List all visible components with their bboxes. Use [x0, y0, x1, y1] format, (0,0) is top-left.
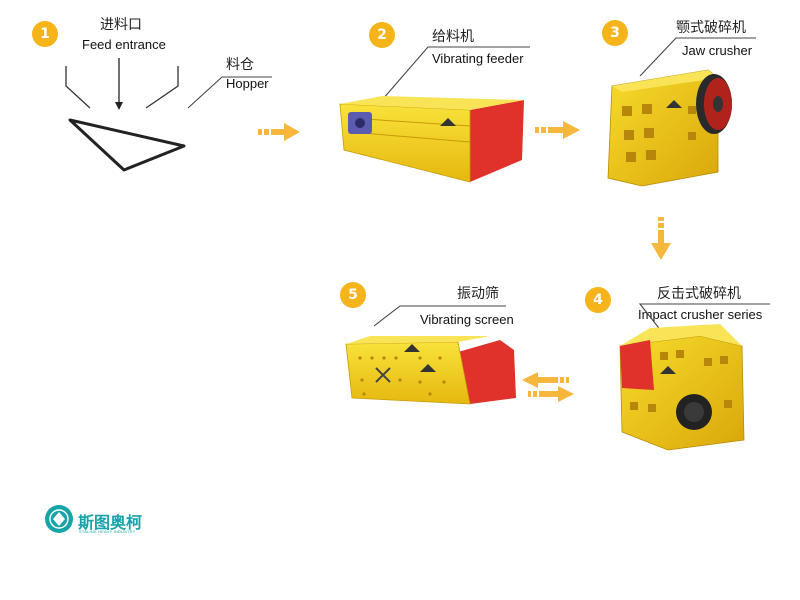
feed-entrance-lines [65, 66, 179, 109]
flow-arrow-1-icon [258, 123, 300, 141]
jaw-crusher-machine [607, 69, 732, 187]
step-1-label-zh: 进料口 [100, 17, 142, 33]
flow-arrow-2-icon [535, 121, 580, 139]
step-4-label-en: Impact crusher series [638, 307, 763, 322]
step-3-label-zh: 颚式破碎机 [676, 20, 746, 36]
hopper-label-en: Hopper [226, 76, 269, 91]
logo-icon [45, 505, 73, 533]
step-4-label-zh: 反击式破碎机 [657, 286, 741, 302]
step-2-label-en: Vibrating feeder [432, 51, 524, 66]
step-5-badge: 5 [340, 282, 366, 308]
step-2-label-zh: 给料机 [432, 29, 474, 45]
hopper-triangle [68, 118, 186, 172]
vibrating-feeder-machine [339, 96, 524, 183]
step-5-label-zh: 振动筛 [457, 286, 499, 302]
step-2-badge: 2 [369, 22, 395, 48]
logo-name: 斯图奥柯 [78, 513, 143, 532]
logo-tagline: STALINK HEAVY INDUSTRY [79, 529, 136, 534]
flow-arrow-right-icon [528, 386, 574, 402]
feed-down-arrow-icon [115, 58, 123, 110]
step-1-label-en: Feed entrance [82, 37, 166, 52]
step-1-badge: 1 [32, 21, 58, 47]
hopper-leader-line [187, 76, 272, 109]
flow-arrow-down-icon [651, 217, 671, 260]
step-5-leader-line [373, 305, 506, 327]
step-4-leader-line [638, 303, 770, 333]
flow-arrow-left-icon [522, 372, 569, 388]
hopper-label-zh: 料仓 [226, 57, 254, 73]
step-4-badge: 4 [585, 287, 611, 313]
step-5-label-en: Vibrating screen [420, 312, 514, 327]
step-3-label-en: Jaw crusher [682, 43, 753, 58]
step-3-badge: 3 [602, 20, 628, 46]
step-2-leader-line [381, 46, 530, 101]
vibrating-screen-machine [345, 336, 516, 405]
step-3-leader-line [639, 37, 756, 77]
impact-crusher-machine [619, 324, 745, 451]
